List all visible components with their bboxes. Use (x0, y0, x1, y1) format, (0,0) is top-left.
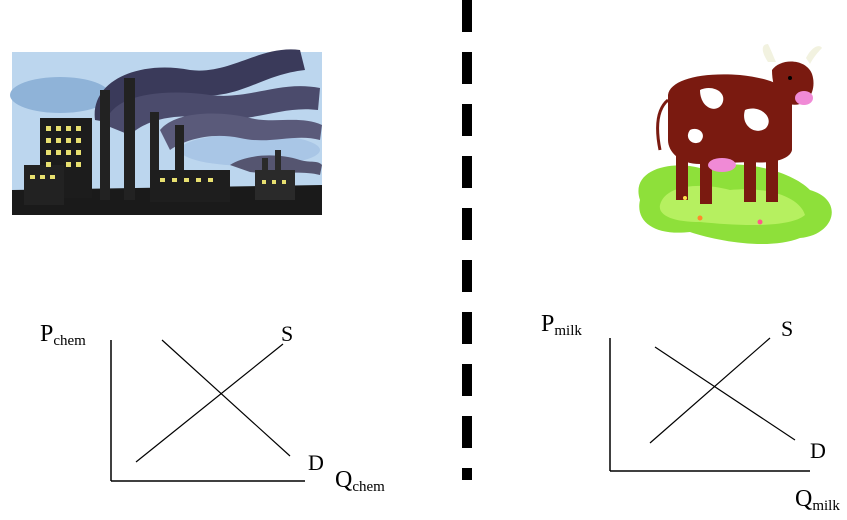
chem-price-axis-label: Pchem (40, 321, 86, 349)
milk-supply-label: S (781, 316, 794, 341)
milk-demand-curve (654, 346, 796, 441)
chem-quantity-subscript: chem (352, 479, 385, 495)
chem-demand-curve (161, 339, 291, 457)
chem-quantity-axis-label: Qchem (335, 467, 385, 495)
milk-quantity-symbol: Q (795, 486, 813, 512)
milk-price-subscript: milk (554, 323, 582, 339)
milk-market-graph (609, 337, 810, 472)
milk-demand-label: D (810, 438, 826, 463)
chem-supply-label: S (281, 321, 294, 346)
chem-price-subscript: chem (53, 333, 86, 349)
milk-quantity-axis-label: Qmilk (795, 486, 840, 514)
chem-demand-label: D (308, 450, 324, 475)
chem-market-graph (110, 339, 305, 482)
chem-quantity-symbol: Q (335, 467, 353, 493)
milk-supply-curve (649, 337, 771, 444)
cow-illustration (638, 44, 832, 245)
milk-quantity-subscript: milk (812, 498, 840, 514)
chem-supply-curve (135, 343, 284, 463)
factory-illustration (10, 49, 322, 215)
milk-price-symbol: P (541, 311, 555, 337)
milk-price-axis-label: Pmilk (541, 311, 582, 339)
chem-price-symbol: P (40, 321, 54, 347)
